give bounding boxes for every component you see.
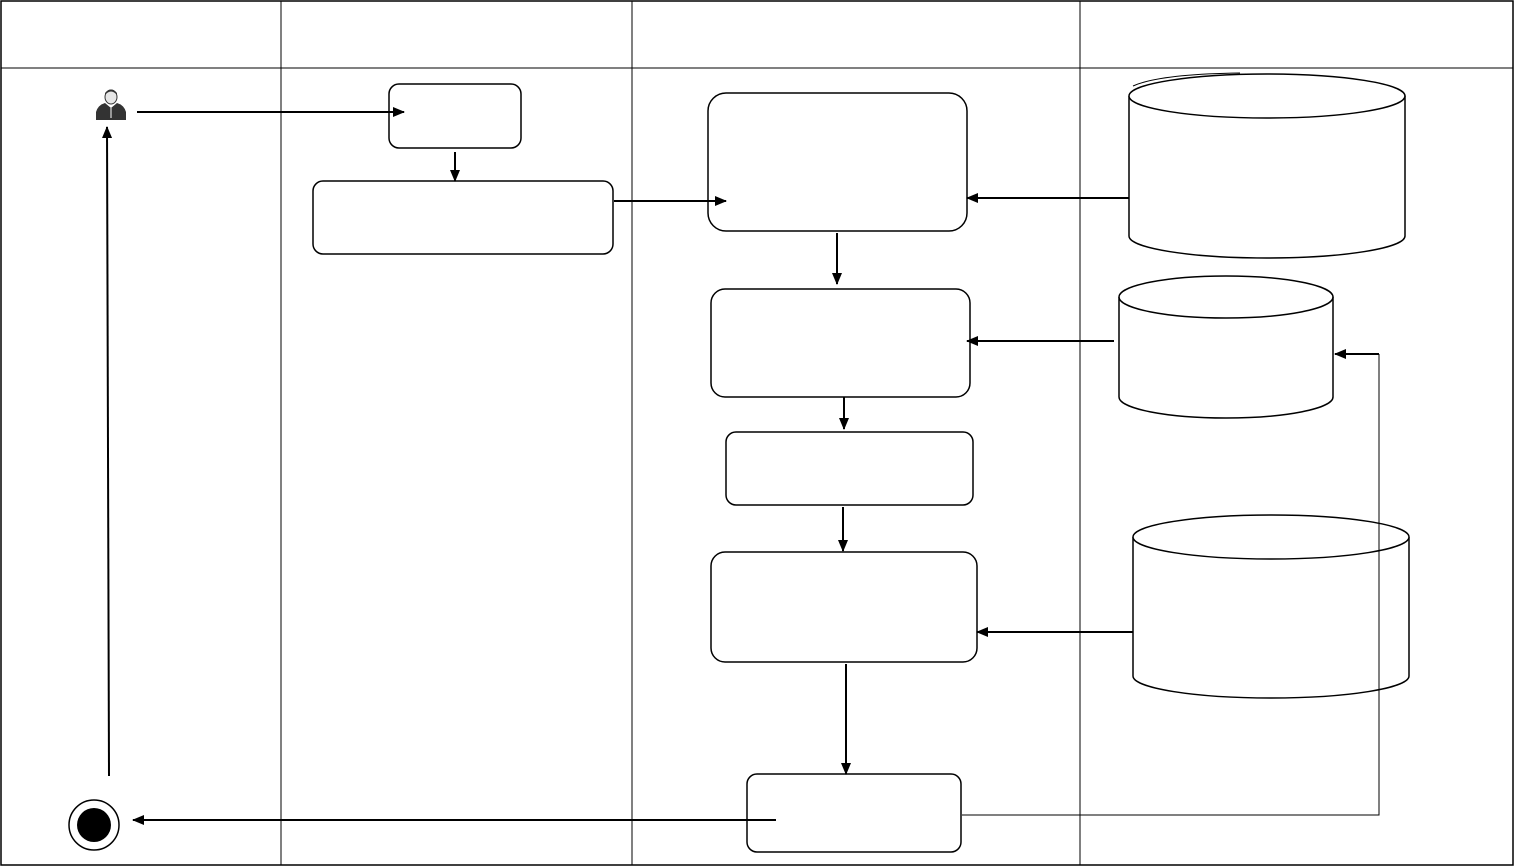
activity-7 xyxy=(746,773,962,853)
activity-4 xyxy=(710,288,971,398)
activity-2 xyxy=(312,180,614,255)
feedback-edge xyxy=(962,349,1380,816)
final-state-icon xyxy=(68,799,120,851)
person-icon xyxy=(96,89,126,120)
datastore-2 xyxy=(1118,275,1334,419)
datastore-3 xyxy=(1132,514,1410,699)
activity-1 xyxy=(388,83,522,149)
edges xyxy=(102,107,1133,825)
activity-5 xyxy=(725,431,974,506)
activity-3 xyxy=(707,92,968,232)
edge-final-to-actor xyxy=(102,126,113,777)
datastore-1 xyxy=(1128,72,1406,259)
activity-6 xyxy=(710,551,978,663)
